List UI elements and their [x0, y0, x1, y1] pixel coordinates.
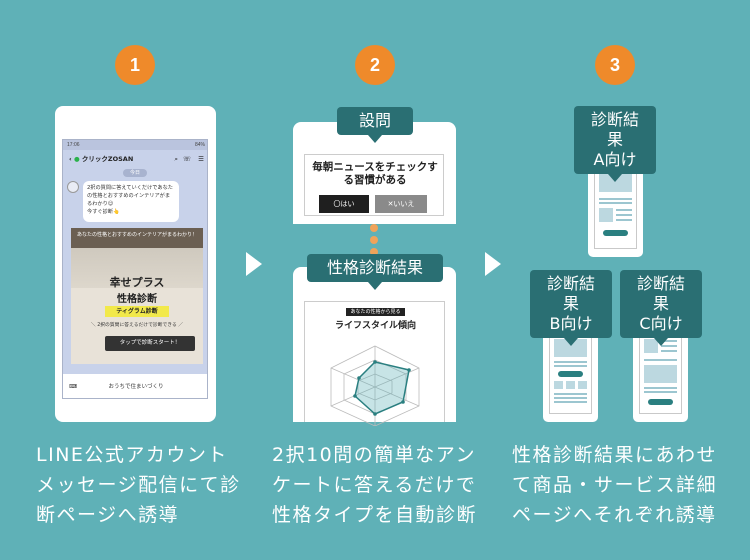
footer-label: おうちで住まいづくり [108, 384, 164, 390]
result-tag: 性格診断結果 [307, 254, 443, 282]
connector-dot [370, 224, 378, 232]
step-2-number: 2 [355, 45, 395, 85]
result-page-b [543, 322, 598, 422]
back-chevron-icon[interactable]: ‹ [69, 155, 72, 163]
menu-icon[interactable]: ☰ [198, 155, 204, 163]
arrow-right-icon [246, 252, 262, 276]
banner-note: ＼ 2択の質問に答えるだけで診断できる ／ [90, 323, 184, 328]
connector-dot [370, 248, 378, 256]
phone-mockup: 17:06 84% ‹ ● クリックZOSAN ☰ ☏ ⌕ 今日 2択の質問に答… [55, 106, 216, 422]
radar-chart [330, 345, 420, 426]
no-button[interactable]: ✕いいえ [375, 195, 427, 213]
result-a-tag: 診断結果 A向け [574, 106, 656, 174]
banner-title: 性格診断 [117, 294, 157, 305]
keyboard-icon[interactable]: ⌨ [69, 384, 77, 390]
question-card: 毎朝ニュースをチェックする習慣がある 〇はい ✕いいえ [304, 154, 444, 216]
room-photo [71, 248, 203, 288]
result-small-heading: あなたの性格から見る [305, 308, 446, 316]
step-3-number: 3 [595, 45, 635, 85]
status-bar: 17:06 84% [63, 140, 207, 150]
step-1-number: 1 [115, 45, 155, 85]
status-time: 17:06 [67, 142, 80, 148]
result-card: あなたの性格から見る ライフスタイル傾向 [304, 301, 446, 426]
chat-header: ‹ ● クリックZOSAN ☰ ☏ ⌕ [63, 152, 207, 166]
step-3-caption: 性格診断結果にあわせ て商品・サービス詳細 ページへそれぞれ誘導 [512, 444, 718, 526]
banner-subtitle: ティグラム診断 [105, 306, 169, 317]
date-chip: 今日 [123, 169, 147, 177]
phone-icon[interactable]: ☏ [182, 155, 191, 163]
avatar [67, 181, 79, 193]
banner-brand: 幸せプラス [109, 276, 165, 289]
result-c-tag: 診断結果 C向け [620, 270, 702, 338]
connector-dot [370, 236, 378, 244]
arrow-right-icon [485, 252, 501, 276]
question-tag: 設問 [337, 107, 413, 135]
verified-icon: ● [73, 155, 80, 163]
step-1-caption: LINE公式アカウント メッセージ配信にて診 断ページへ誘導 [36, 444, 241, 526]
search-icon[interactable]: ⌕ [174, 155, 178, 163]
account-name: クリックZOSAN [81, 155, 134, 163]
line-chat-screen: 17:06 84% ‹ ● クリックZOSAN ☰ ☏ ⌕ 今日 2択の質問に答… [62, 139, 208, 399]
diagnosis-banner[interactable]: あなたの性格とおすすめのインテリアがまるわかり！ 幸せプラス 性格診断 ティグラ… [71, 228, 203, 364]
result-panel: あなたの性格から見る ライフスタイル傾向 [293, 267, 456, 426]
rich-menu-footer: ⌨ おうちで住まいづくり [63, 374, 207, 398]
banner-header: あなたの性格とおすすめのインテリアがまるわかり！ [71, 228, 203, 248]
question-text: 毎朝ニュースをチェックする習慣がある [312, 161, 438, 186]
step-2-caption: 2択10問の簡単なアン ケートに答えるだけで 性格タイプを自動診断 [272, 444, 478, 526]
result-title: ライフスタイル傾向 [334, 321, 416, 331]
battery-level: 84% [194, 142, 205, 148]
result-b-tag: 診断結果 B向け [530, 270, 612, 338]
yes-button[interactable]: 〇はい [319, 195, 369, 213]
start-diagnosis-button[interactable]: タップで診断スタート！ [105, 336, 195, 351]
message-bubble: 2択の質問に答えていくだけであなたの性格とおすすめのインテリアがまるわかり😊 今… [83, 181, 179, 222]
